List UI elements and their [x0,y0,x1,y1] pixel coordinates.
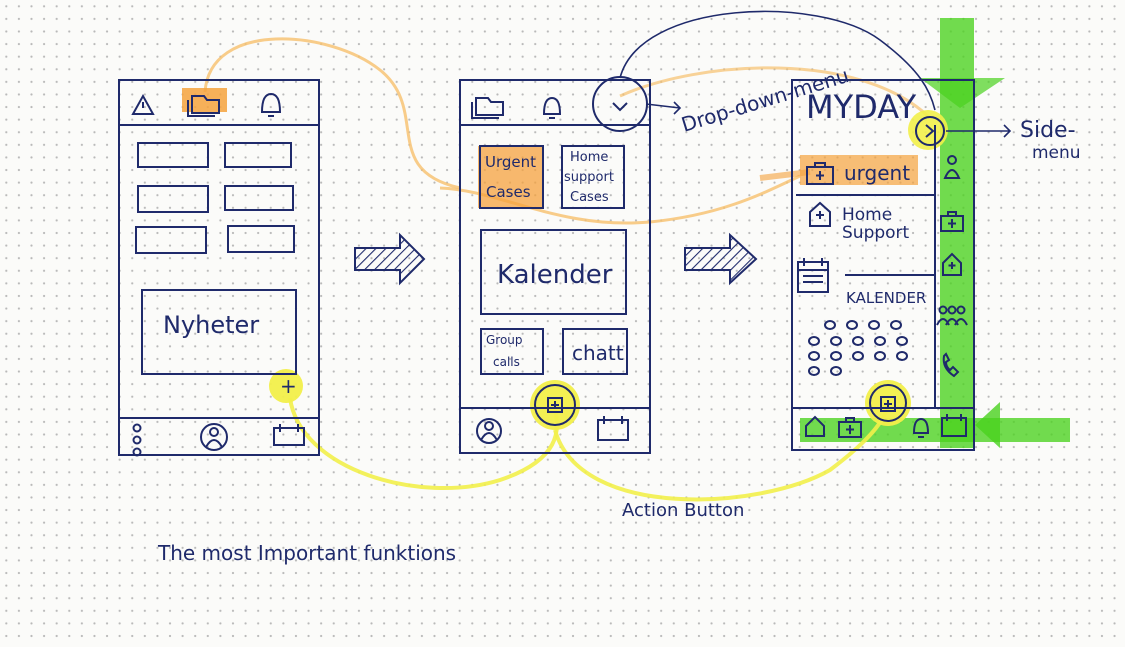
svg-text:Urgent: Urgent [485,153,536,171]
bell-icon[interactable] [542,96,562,119]
home-icon[interactable] [805,415,825,437]
action-button-label: Action Button [622,500,744,521]
flow-arrow-2 [684,232,758,286]
kalender-label: Kalender [497,260,613,290]
dropdown-toggle[interactable] [592,76,648,132]
calendar-dots [808,320,908,376]
more-dots-icon[interactable] [132,423,142,457]
side-menu-annotation [946,124,1012,138]
kalender-label: KALENDER [846,289,926,307]
urgent-label: urgent [844,161,910,185]
person-icon[interactable] [943,155,961,179]
highlighter-layer [182,18,1070,502]
orange-stroke [759,169,811,181]
yellow-flow-curve-2 [553,404,890,502]
home-plus-icon[interactable] [809,201,831,227]
action-highlight-1 [269,369,303,403]
screen-2-mockup [459,76,651,454]
yellow-flow-curve [288,397,559,490]
myday-title: MYDAY [806,88,917,126]
group-calls-tile[interactable] [480,328,544,375]
nyheter-card[interactable] [141,289,297,375]
caption: The most Important funktions [157,541,456,565]
user-icon[interactable] [476,418,502,444]
side-menu-toggle[interactable] [915,116,945,146]
action-button-2[interactable] [534,384,576,426]
urgent-cases-label: Urgent Cases [485,153,536,201]
svg-text:Home: Home [842,205,892,225]
bell-icon[interactable] [912,417,930,438]
calendar-icon[interactable] [597,416,629,441]
screen-3-mockup [791,79,975,451]
first-aid-icon[interactable] [940,211,964,232]
chatt-label: chatt [572,341,624,365]
user-icon[interactable] [200,423,228,451]
chevron-right-icon[interactable] [925,124,935,138]
svg-text:calls: calls [493,355,520,369]
orange-flow-curve-3 [619,66,932,120]
svg-text:menu: menu [1032,143,1081,163]
group-calls-label: Group calls [486,333,523,369]
chevron-down-icon[interactable] [612,102,628,112]
warning-icon[interactable] [131,93,155,115]
svg-text:Side-: Side- [1020,118,1076,143]
kalender-card[interactable] [480,229,627,315]
home-support-label: Home Support [842,205,910,243]
chatt-tile[interactable] [562,328,628,375]
green-arrow-top [920,78,1005,108]
svg-text:Group: Group [486,333,523,347]
green-arrow-right [975,402,1000,448]
calendar-icon[interactable] [941,414,967,437]
home-plus-icon[interactable] [942,252,962,276]
home-support-label: Home support Cases [564,150,614,205]
dropdown-annotation [619,10,936,115]
urgent-cases-highlight [478,146,544,208]
action-plus-1[interactable]: + [280,374,297,398]
calendar-icon[interactable] [797,258,829,293]
screen-1-mockup: + [118,79,320,457]
action-button-3[interactable] [869,384,907,422]
first-aid-icon[interactable] [806,162,834,185]
orange-flow-curve [203,37,461,190]
svg-text:Home: Home [570,150,608,165]
svg-text:Cases: Cases [570,190,609,205]
svg-text:support: support [564,170,614,185]
urgent-cases-tile[interactable] [479,145,544,209]
svg-text:Cases: Cases [486,183,531,201]
phone-icon[interactable] [942,352,960,378]
nyheter-label: Nyheter [163,311,259,339]
svg-text:Support: Support [842,223,910,243]
side-menu-label: Side- menu [1020,118,1081,163]
folder-icon[interactable] [187,95,220,117]
folder-icon[interactable] [471,97,504,119]
group-icon[interactable] [936,305,968,326]
home-support-tile[interactable] [561,145,625,209]
flow-arrow-1 [354,232,426,286]
calendar-icon[interactable] [273,424,305,446]
bell-icon[interactable] [260,92,282,117]
first-aid-icon[interactable] [838,417,862,438]
